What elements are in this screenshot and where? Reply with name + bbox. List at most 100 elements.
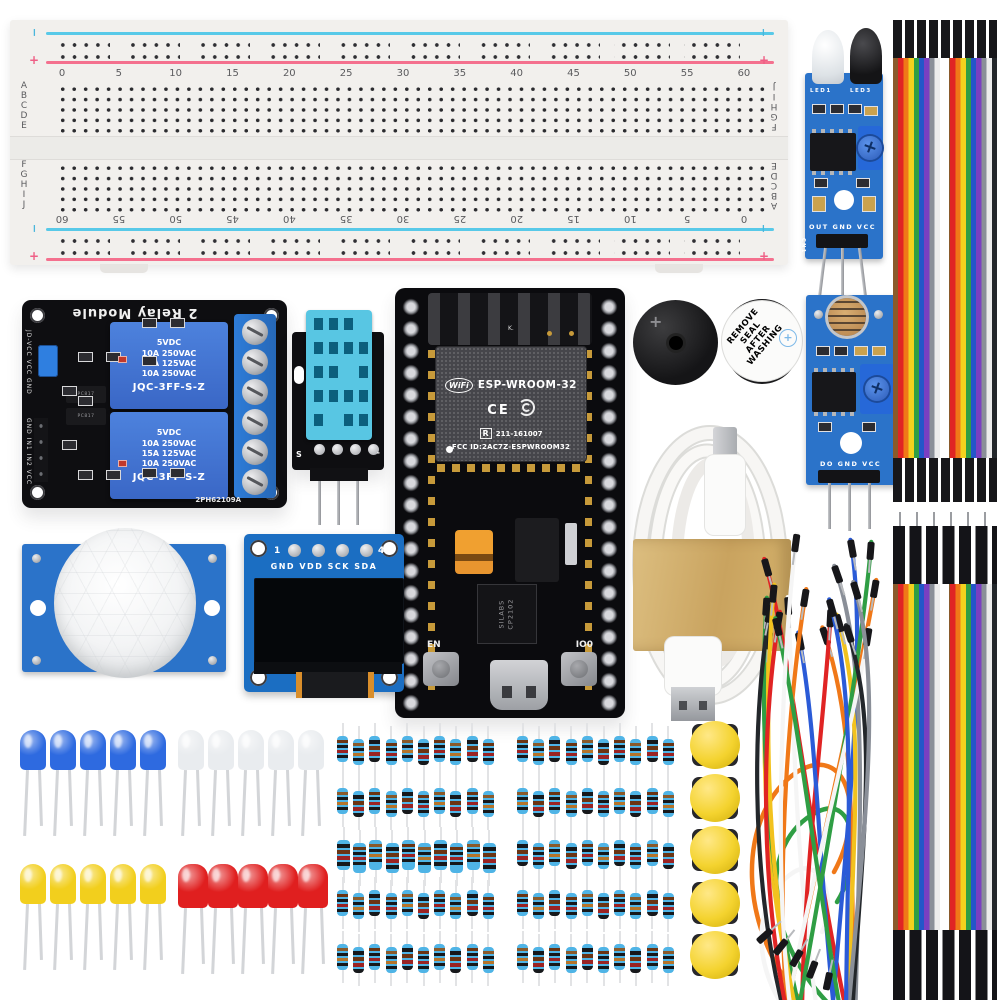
resistor [482,778,494,830]
relay-rating: 10A 250VAC [141,348,197,358]
yellow-led [50,864,76,904]
terminal-screw [242,349,268,375]
terminal-screw [242,379,268,405]
white-led [268,730,294,770]
breadboard-row-letters-top-right-item: H [770,101,778,111]
resistor [581,827,593,879]
white-led [298,730,324,770]
relay-side-label: GND IN1 IN2 VCC [25,418,32,486]
resistor [369,723,381,775]
oled-pin [360,544,373,557]
resistor [598,934,609,986]
led-shine [302,734,310,748]
oled-driver-bar [254,662,402,674]
ir-obstacle-sensor: LED1 LED3 OUT GND VCC CN1 [800,28,890,298]
led-shine [114,734,122,748]
smd-component [142,468,157,478]
resistor [549,775,561,827]
breadboard-column-numbers-top-item: 0 [58,68,66,79]
smd-component [565,523,577,565]
resistor [646,775,658,827]
resistor [385,934,397,986]
relay-1: 5VDC 10A 250VAC 15A 125VAC 10A 250VAC JQ… [110,322,228,409]
resistor [353,726,365,778]
red-led [238,864,268,908]
resistor [662,880,674,932]
resistor [630,934,642,986]
mounting-hole [250,540,267,557]
ribbon-connectors-top [893,20,997,60]
solder-pad [332,444,343,455]
smd-led [812,196,826,212]
resistor [517,931,528,983]
resistor [598,830,609,882]
smd-resistor [872,346,886,356]
breadboard-row-letters-bottom-left-item: I [22,190,26,200]
resistor [662,830,674,882]
relay-part-number: JQC-3FF-S-Z [132,381,206,393]
led-shine [24,734,32,748]
smd-component [170,468,185,478]
resistor [549,931,561,983]
jumper-connector-tip [772,617,784,649]
breadboard-jumper-wire-bundle [749,532,880,1000]
resistor [369,827,383,883]
yellow-led [140,864,166,904]
oled-screen [254,578,404,664]
breadboard-row-letters-top-right-item: J [772,81,776,91]
resistor [598,726,609,778]
breadboard-row-letters-top-left-item: B [20,91,28,101]
breadboard-row-letters-top-left-item: D [20,111,28,121]
mounting-hole [30,485,45,500]
relay-rating: 10A 250VAC [141,438,197,448]
resistor [401,827,415,883]
shield-dot [446,446,453,453]
resistor [418,778,429,830]
resistor [533,778,545,830]
oled-pin-number: 4 [378,546,386,556]
ir-receiver-led [850,28,882,84]
dht11-vent-hole [314,318,323,330]
mounting-hole [840,432,862,454]
smd-component [142,356,157,366]
dht11-vent-hole [359,366,368,378]
resistor [337,827,350,883]
dht11-vent-hole [329,366,338,378]
pin-header [310,468,368,481]
led-shine [84,868,92,882]
resistor [434,723,446,775]
smd-component [78,470,93,480]
resistor [565,726,577,778]
resistor [614,931,626,983]
led-shine [144,734,152,748]
breadboard-column-numbers-top-item: 5 [115,68,123,79]
breadboard-grid-top [54,82,766,134]
ribbon-connectors-bottom [893,930,997,1000]
antenna-mark: K. [506,325,516,332]
breadboard-tab [655,264,703,273]
resistor [662,934,674,986]
breadboard-row-letters-top-right-item: I [772,91,776,101]
breadboard-column-numbers-top-item: 40 [510,68,523,79]
resistor [533,830,545,882]
resistor [450,880,462,932]
resistor [466,723,478,775]
castellated-pads [428,350,435,690]
connector-label: CN1 [800,238,806,254]
jumper-connector-tip [773,929,796,956]
breadboard-grid-bottom [54,161,766,213]
yellow-led [80,864,106,904]
resistor [549,877,561,929]
resistor [581,877,593,929]
rail-plus-label: + [29,249,40,263]
relay-side-label: JD-VCC VCC GND [25,330,32,395]
passive-buzzer: + [633,300,718,385]
resistor [630,726,642,778]
dht11-pin-label: - [376,448,380,457]
red-led [268,864,298,908]
breadboard-rail-holes [54,233,754,257]
dht11-vent-hole [359,342,368,354]
dht11-vent-hole [329,342,338,354]
